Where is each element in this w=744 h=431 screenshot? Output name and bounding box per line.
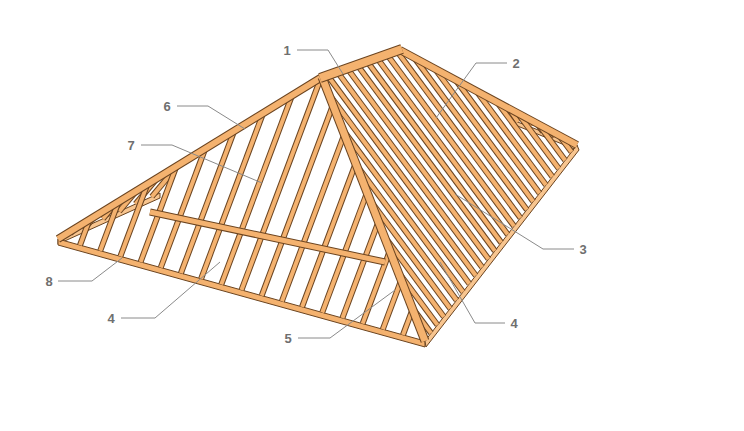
tie-beam-edge [150, 212, 385, 262]
rafter-edge [383, 280, 401, 329]
rafter-edge [456, 80, 540, 193]
leader-line [440, 262, 505, 323]
hip-rafter [400, 50, 577, 145]
hip-rafter-face [322, 77, 425, 341]
callout-number: 3 [578, 243, 587, 256]
rafter-face [397, 51, 521, 218]
framing [58, 49, 579, 347]
rafter-face [377, 58, 508, 234]
callout-number: 5 [283, 332, 292, 345]
callout-number: 4 [106, 312, 115, 325]
rafter-edge [302, 163, 356, 306]
hip-rafter-edge [58, 77, 322, 239]
hip-rafter [58, 77, 322, 239]
rafter-face [242, 78, 321, 290]
tie-beam-face [150, 212, 385, 262]
rafter-face [383, 280, 401, 329]
rafter-edge [242, 78, 321, 290]
leader-line [121, 262, 220, 318]
callout-number: 2 [511, 57, 520, 70]
tie-beam [150, 212, 385, 262]
leader-line [455, 194, 574, 249]
hip-rafter-edge [322, 77, 425, 341]
ridge-beam-edge [320, 49, 402, 78]
rafter [456, 80, 540, 193]
leader-line [141, 145, 262, 183]
callout-number: 4 [509, 317, 518, 330]
rafter-face [456, 80, 540, 193]
hip-rafter-face [58, 77, 322, 239]
callout-number: 7 [126, 139, 135, 152]
rafter [242, 78, 321, 290]
callout-number: 6 [162, 100, 171, 113]
leader-line [297, 50, 343, 74]
rafter-face [302, 163, 356, 306]
hip-rafter-face [400, 50, 577, 145]
leader-line [298, 290, 395, 338]
rafter-edge [377, 58, 508, 234]
rafter-edge [397, 51, 521, 218]
hip-rafter-edge [400, 50, 577, 145]
rafter [302, 163, 356, 306]
leader-line [58, 258, 122, 281]
ridge-beam-face [320, 49, 402, 78]
callout-number: 8 [44, 275, 53, 288]
rafter [397, 51, 521, 218]
rafter [377, 58, 508, 234]
back-wall-plate [58, 193, 160, 244]
leader-line [177, 106, 245, 129]
hip-rafter [322, 77, 425, 341]
callout-number: 1 [282, 44, 291, 57]
ridge-beam [320, 49, 402, 78]
wall-plate [58, 239, 425, 347]
leader-line [436, 63, 507, 118]
leader-lines [58, 50, 574, 338]
rafter [383, 280, 401, 329]
